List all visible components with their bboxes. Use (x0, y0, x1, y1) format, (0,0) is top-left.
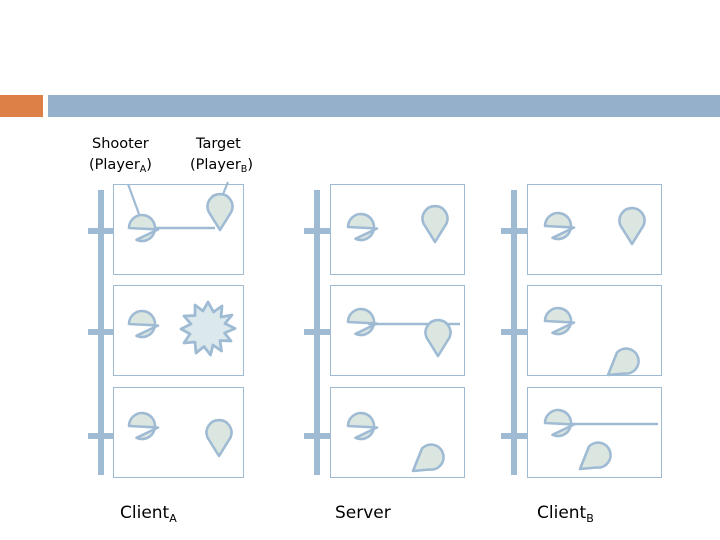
timeline-tick-b-3 (501, 433, 527, 439)
shooter-subscript: A (139, 164, 147, 175)
timeline-tick-s-3 (304, 433, 330, 439)
banner-bar (48, 95, 720, 117)
shooter-paren-close: ) (146, 157, 152, 173)
timeline-tick-b-1 (501, 228, 527, 234)
client-b-label-subscript: B (586, 512, 594, 525)
timeline-tick-a-1 (88, 228, 114, 234)
shooter-label-line1: Shooter (92, 136, 149, 152)
target-subscript: B (240, 164, 248, 175)
shooter-paren-open: (Player (89, 157, 140, 173)
panel-server-row1 (330, 184, 465, 275)
client-a-label-text: Client (120, 503, 170, 523)
timeline-tick-a-2 (88, 329, 114, 335)
server-label-text: Server (335, 503, 391, 523)
shooter-label-line2: (PlayerA) (89, 155, 152, 177)
column-label-client-b: ClientB (537, 503, 594, 525)
timeline-tick-a-3 (88, 433, 114, 439)
column-label-server: Server (335, 503, 391, 523)
client-a-label-subscript: A (169, 512, 177, 525)
panel-client-a-row3 (113, 387, 244, 478)
panel-client-b-row1 (527, 184, 662, 275)
panel-server-row2 (330, 285, 465, 376)
banner-accent-block (0, 95, 43, 117)
panel-client-b-row3 (527, 387, 662, 478)
timeline-tick-b-2 (501, 329, 527, 335)
timeline-tick-s-2 (304, 329, 330, 335)
column-label-client-a: ClientA (120, 503, 177, 525)
panel-client-a-row2 (113, 285, 244, 376)
client-b-label-text: Client (537, 503, 587, 523)
panel-client-a-row1 (113, 184, 244, 275)
panel-client-b-row2 (527, 285, 662, 376)
target-label-line1: Target (196, 136, 241, 152)
timeline-tick-s-1 (304, 228, 330, 234)
panel-server-row3 (330, 387, 465, 478)
target-paren-open: (Player (190, 157, 241, 173)
target-paren-close: ) (247, 157, 253, 173)
target-label-line2: (PlayerB) (190, 155, 253, 177)
